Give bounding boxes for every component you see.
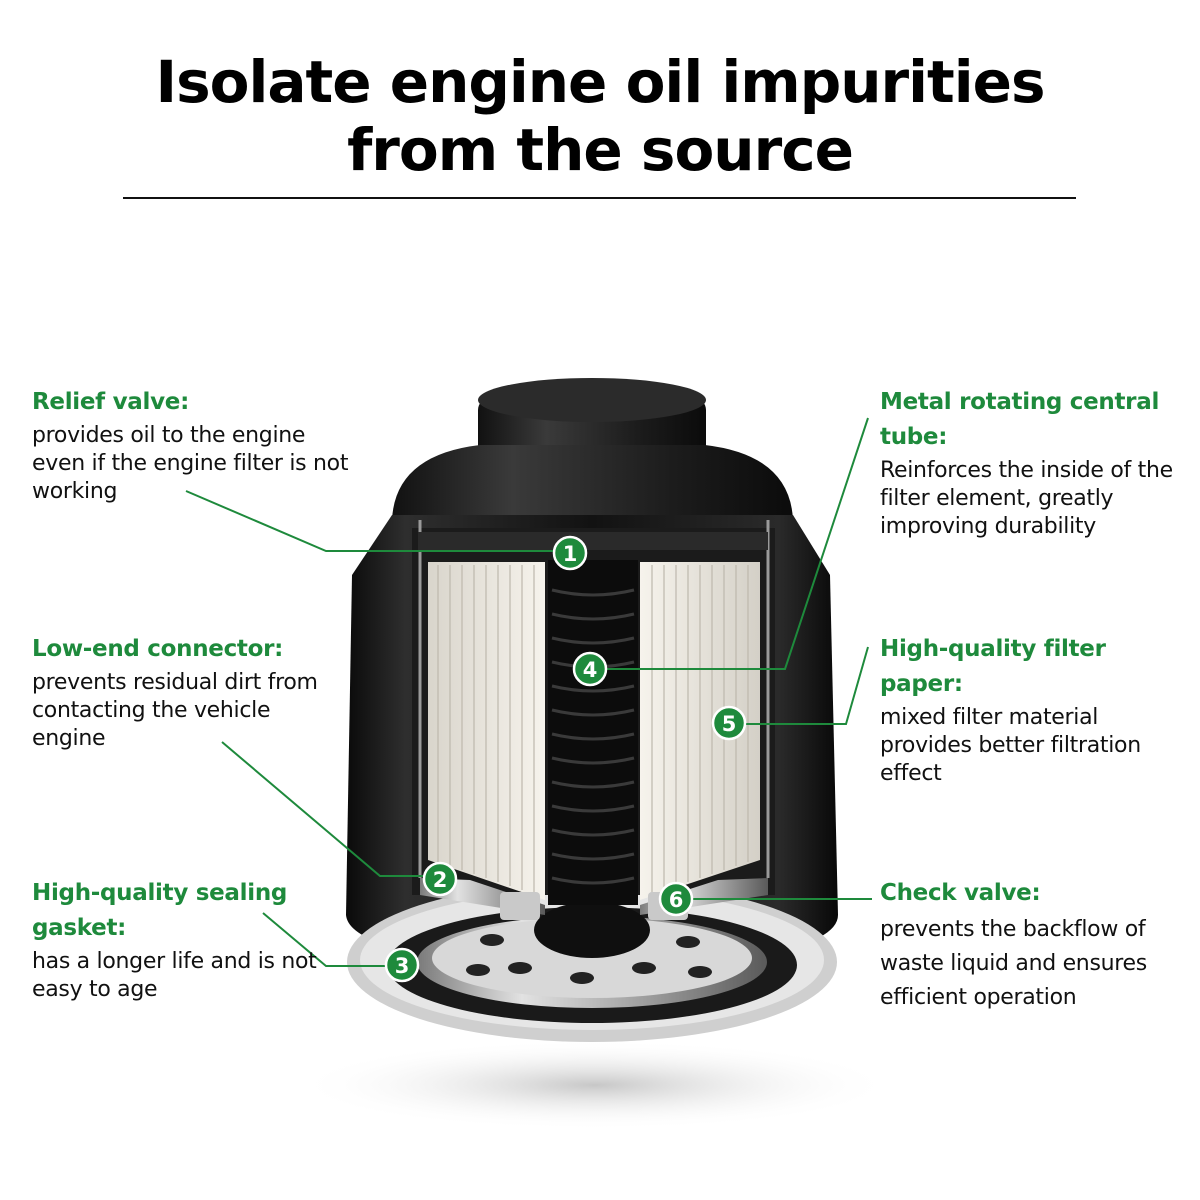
callout-description: has a longer life and is not easy to age — [32, 949, 317, 1002]
leader-lines — [185, 417, 872, 967]
callout-low-end-connector: Low-end connector: prevents residual dir… — [32, 632, 332, 753]
callout-description: mixed filter material provides better fi… — [880, 705, 1141, 786]
callout-description: Reinforces the inside of the filter elem… — [880, 458, 1173, 539]
callout-description: prevents residual dirt from contacting t… — [32, 670, 318, 751]
base-plate — [347, 882, 837, 1042]
callout-heading: Low-end connector: — [32, 636, 284, 662]
floor-shadow — [295, 1040, 895, 1130]
leader-line-4 — [604, 417, 869, 670]
callout-description: provides oil to the engine even if the e… — [32, 423, 349, 504]
callout-heading: Check valve: — [880, 880, 1041, 906]
page-title: Isolate engine oil impurities from the s… — [0, 48, 1200, 184]
top-cap — [392, 445, 793, 520]
filter-paper — [428, 562, 760, 900]
callout-sealing-gasket: High-quality sealing gasket: has a longe… — [32, 876, 332, 1004]
marker-1-number: 1 — [563, 542, 578, 566]
marker-4-number: 4 — [583, 658, 598, 682]
leader-line-2 — [221, 741, 425, 877]
callout-filter-paper: High-quality filter paper: mixed filter … — [880, 632, 1180, 788]
title-line-2: from the source — [347, 116, 854, 184]
title-divider — [123, 197, 1076, 199]
leader-line-1 — [185, 490, 555, 552]
marker-5: 5 — [711, 705, 747, 741]
marker-6: 6 — [658, 881, 694, 917]
marker-6-number: 6 — [669, 888, 684, 912]
callout-heading: Relief valve: — [32, 389, 189, 415]
callout-relief-valve: Relief valve: provides oil to the engine… — [32, 385, 352, 506]
callout-heading: Metal rotating central tube: — [880, 389, 1160, 450]
callout-central-tube: Metal rotating central tube: Reinforces … — [880, 385, 1180, 541]
marker-3-number: 3 — [395, 954, 410, 978]
marker-5-number: 5 — [722, 712, 737, 736]
center-port — [534, 902, 650, 958]
marker-3: 3 — [384, 947, 420, 983]
callout-heading: High-quality sealing gasket: — [32, 880, 288, 941]
callout-description: prevents the backflow of waste liquid an… — [880, 917, 1147, 1010]
leader-line-5 — [744, 646, 869, 725]
leader-line-3 — [262, 912, 388, 967]
central-tube — [548, 560, 638, 905]
marker-1: 1 — [552, 535, 588, 571]
marker-4: 4 — [572, 651, 608, 687]
marker-2: 2 — [422, 861, 458, 897]
marker-2-number: 2 — [433, 868, 448, 892]
title-line-1: Isolate engine oil impurities — [155, 48, 1046, 116]
callout-check-valve: Check valve: prevents the backflow of wa… — [880, 876, 1190, 1015]
callout-heading: High-quality filter paper: — [880, 636, 1106, 697]
